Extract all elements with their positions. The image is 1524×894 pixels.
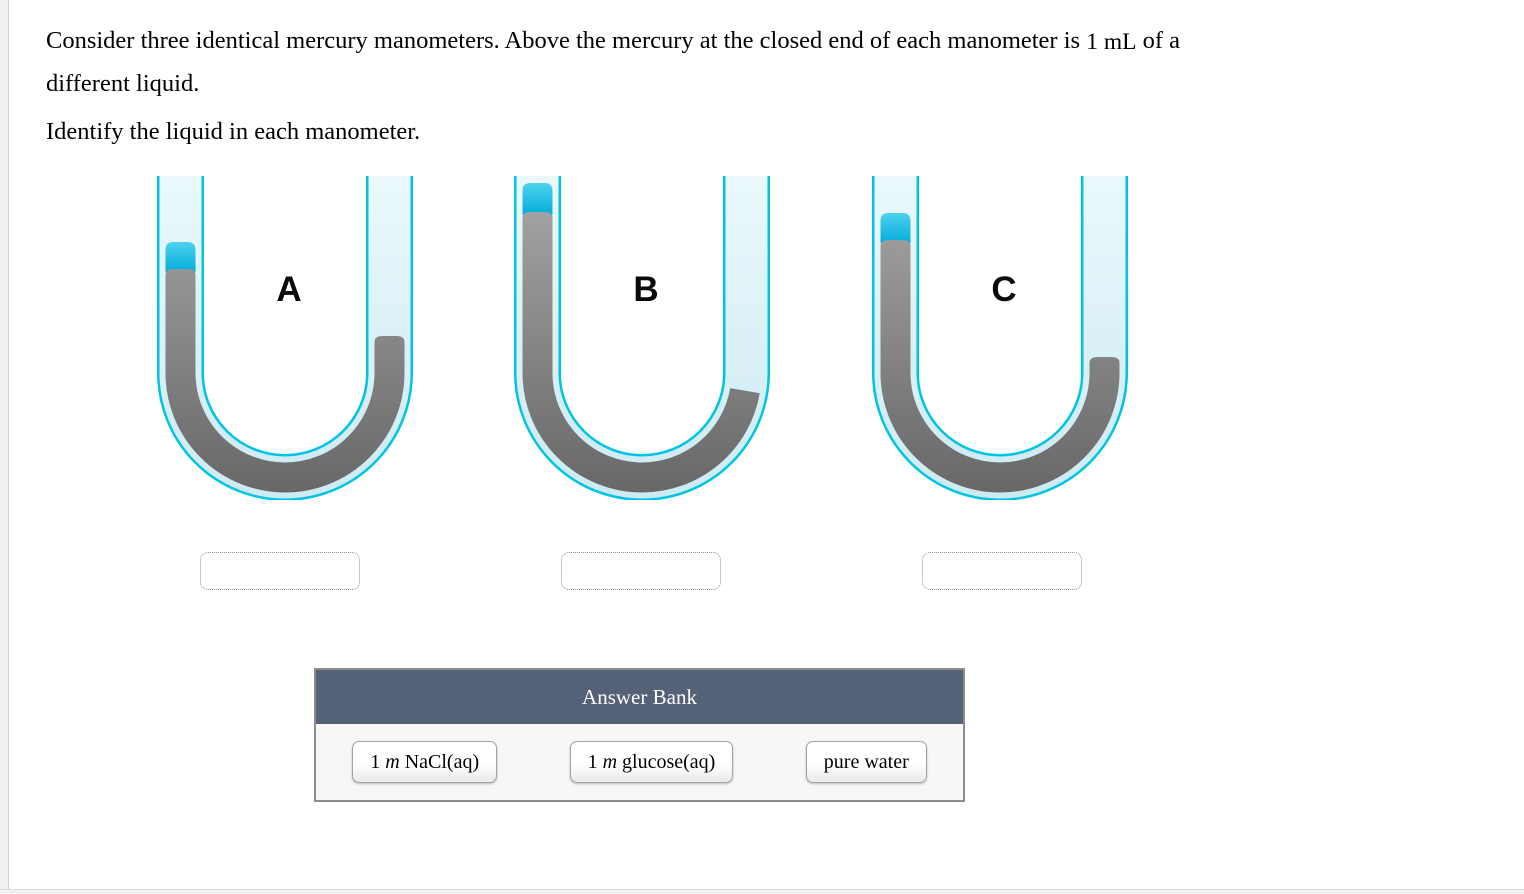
question-quantity: 1 mL (1086, 29, 1137, 55)
manometer-c: C (872, 176, 1128, 500)
dropzone-b[interactable] (561, 552, 721, 590)
manometer-c-tube (872, 176, 1128, 500)
dropzone-c[interactable] (922, 552, 1082, 590)
manometer-label-c: C (991, 270, 1017, 309)
manometer-a-tube (157, 176, 413, 500)
answer-option-glucose[interactable]: 1 m glucose(aq) (569, 741, 734, 783)
answer-bank: Answer Bank 1 m NaCl(aq) 1 m glucose(aq) p… (314, 668, 965, 802)
question-line2: different liquid. (46, 70, 200, 97)
liquid-column (522, 183, 553, 215)
manometer-b: B (514, 176, 770, 500)
question-prompt: Identify the liquid in each manometer. (46, 118, 421, 145)
answer-option-pure-water[interactable]: pure water (805, 741, 927, 783)
bottom-page-border (0, 889, 1524, 894)
mercury-cap (522, 212, 553, 224)
dropzone-a[interactable] (200, 552, 360, 590)
question-text: Consider three identical mercury manomet… (46, 20, 1180, 105)
mercury-cap (165, 269, 196, 281)
manometer-a: A (157, 176, 413, 500)
manometer-label-a: A (276, 270, 302, 309)
mercury-cap (1089, 357, 1120, 369)
answer-option-nacl[interactable]: 1 m NaCl(aq) (352, 741, 498, 783)
answer-bank-body: 1 m NaCl(aq) 1 m glucose(aq) pure water (316, 724, 963, 800)
left-page-border (0, 0, 9, 894)
question-line1: Consider three identical mercury manomet… (46, 27, 1087, 54)
question-line1-end: of a (1136, 27, 1180, 54)
mercury-cap (374, 336, 405, 348)
liquid-column (165, 242, 196, 272)
manometer-b-tube (514, 176, 770, 500)
manometer-label-b: B (633, 270, 659, 309)
liquid-column (880, 213, 911, 243)
answer-bank-title: Answer Bank (316, 670, 963, 724)
mercury-cap (880, 240, 911, 252)
